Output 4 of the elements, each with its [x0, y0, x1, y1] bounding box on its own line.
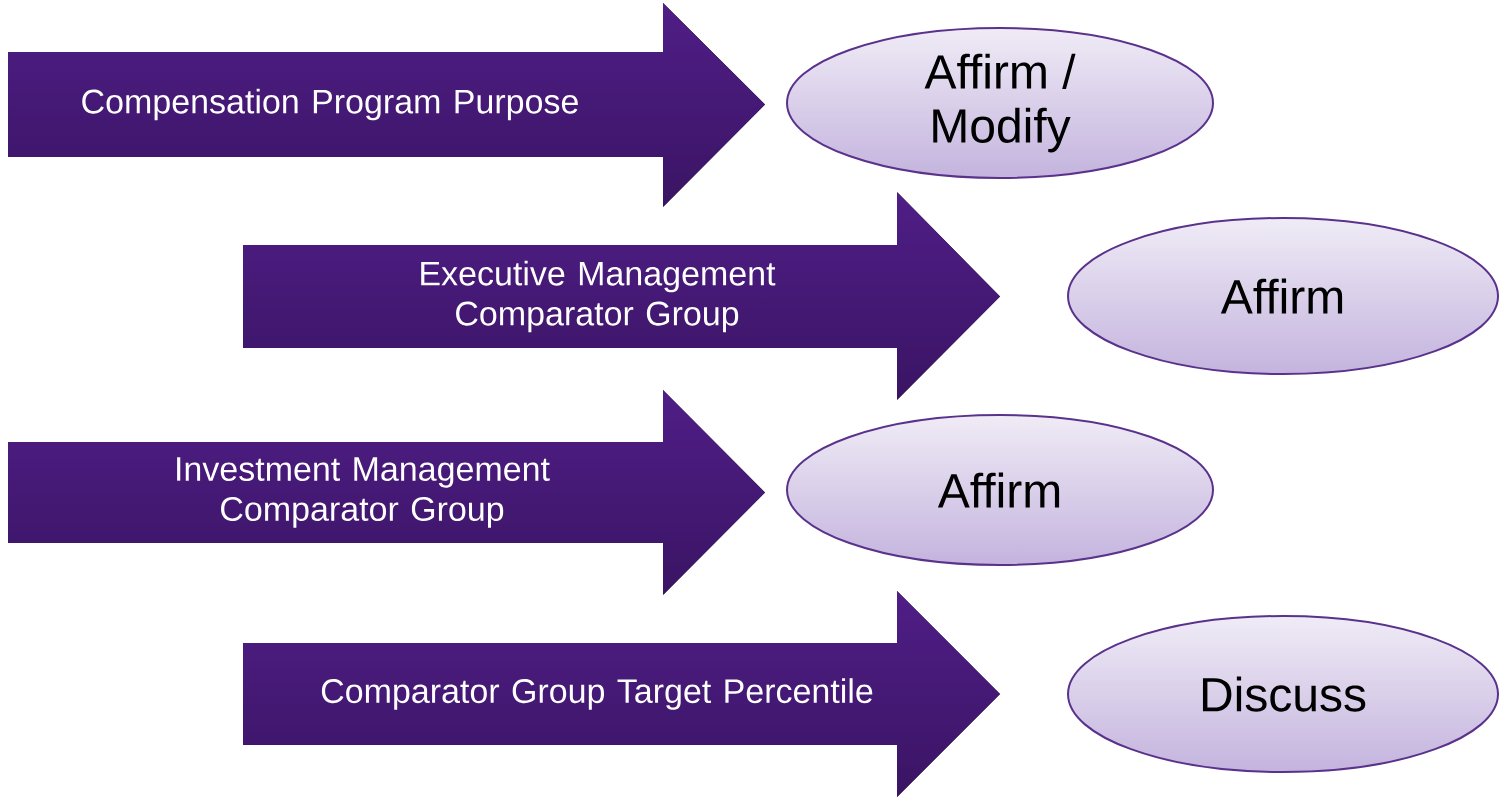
topic-banner: Investment Management Comparator Group: [8, 390, 765, 595]
topic-banner: Compensation Program Purpose: [8, 3, 765, 207]
topic-banner: Comparator Group Target Percentile: [243, 591, 1000, 797]
topic-banner: Executive Management Comparator Group: [243, 192, 1000, 400]
